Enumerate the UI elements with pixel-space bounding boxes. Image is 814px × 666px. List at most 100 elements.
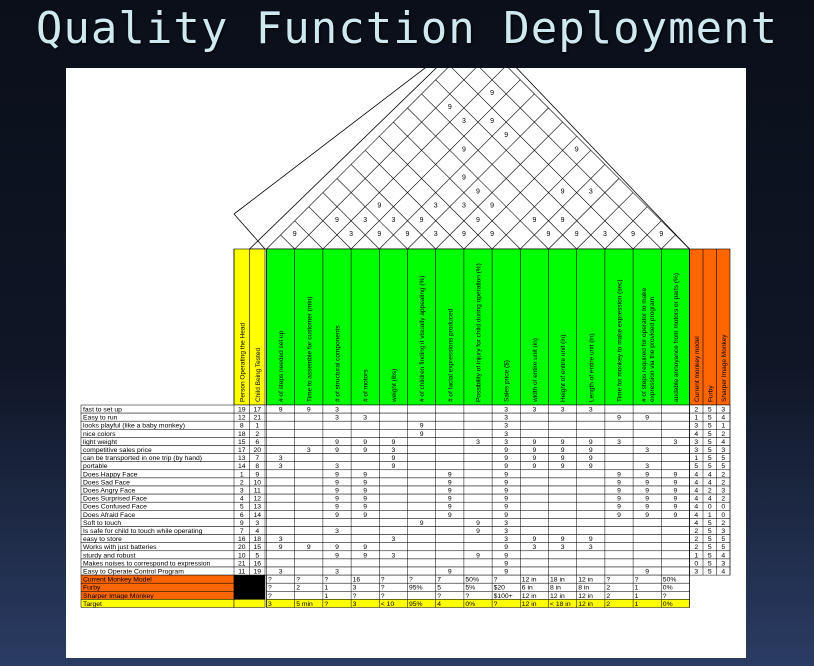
benchmark-score: 5: [708, 431, 712, 438]
importance-value: 8: [255, 463, 259, 470]
roof-gridline: [477, 37, 690, 250]
row-label: Easy to Operate Control Program: [83, 569, 184, 576]
bench-row: [266, 591, 690, 600]
roof-value: 3: [603, 231, 607, 238]
relationship-value: 9: [476, 528, 480, 535]
eng-header: Height of entire unit (in): [560, 334, 567, 402]
table-row: [80, 477, 731, 487]
relationship-value: 9: [392, 463, 396, 470]
importance-value: 12: [238, 415, 246, 422]
roof-gridline: [280, 234, 295, 250]
bench-value: ?: [268, 585, 272, 592]
relationship-value: 9: [279, 407, 283, 414]
roof-gridline: [350, 164, 436, 250]
benchmark-score: 4: [721, 569, 725, 576]
importance-value: 19: [253, 569, 261, 576]
benchmark-score: 0: [721, 512, 725, 519]
relationship-value: 9: [674, 496, 678, 503]
roof-gridline: [336, 178, 408, 250]
eng-header: # of steps needed set up: [278, 330, 285, 402]
bench-value: ?: [494, 577, 498, 584]
roof-value: 9: [490, 90, 494, 97]
relationship-value: 9: [279, 544, 283, 551]
table-row: [80, 461, 731, 471]
benchmark-score: 3: [694, 447, 698, 454]
relationship-value: 9: [533, 447, 537, 454]
eng-header: Time to assemble for customer (min): [306, 296, 313, 402]
roof-gridline: [463, 51, 662, 250]
bench-value: ?: [606, 577, 610, 584]
importance-value: 5: [240, 504, 244, 511]
eng-header: # of steps required for operator to make: [641, 287, 648, 402]
relationship-value: 9: [504, 471, 508, 478]
importance-value: 3: [240, 488, 244, 495]
relationship-value: 9: [589, 447, 593, 454]
roof-value: 9: [575, 231, 579, 238]
benchmark-score: 5: [708, 528, 712, 535]
relationship-value: 9: [448, 512, 452, 519]
row-label: Does Afraid Face: [83, 512, 135, 519]
roof-gridline: [604, 206, 648, 250]
benchmark-score: 5: [708, 463, 712, 470]
eng-header: Length of entire unit (in): [588, 333, 595, 402]
relationship-value: 9: [617, 415, 621, 422]
relationship-value: 9: [335, 439, 339, 446]
bench-value: 18 in: [550, 577, 565, 584]
bench-value: ?: [381, 593, 385, 600]
benchmark-score: 3: [721, 407, 725, 414]
importance-value: 6: [240, 512, 244, 519]
row-label: Does Confused Face: [83, 504, 147, 511]
bench-value: 95%: [409, 585, 423, 592]
relationship-value: 9: [561, 463, 565, 470]
importance-value: 16: [253, 560, 261, 567]
relationship-value: 3: [335, 569, 339, 576]
relationship-value: 9: [363, 447, 367, 454]
importance-value: 11: [238, 569, 245, 576]
table-row: [80, 542, 731, 552]
relationship-value: 3: [674, 439, 678, 446]
relationship-value: 9: [533, 536, 537, 543]
roof-value: 9: [335, 217, 339, 224]
relationship-value: 9: [335, 471, 339, 478]
benchmark-score: 4: [694, 431, 698, 438]
importance-value: 7: [255, 455, 259, 462]
benchmark-score: 3: [721, 447, 725, 454]
bench-header: Current monkey model: [694, 336, 701, 402]
relationship-value: 9: [504, 496, 508, 503]
importance-value: 3: [255, 520, 259, 527]
benchmark-score: 4: [694, 479, 698, 486]
relationship-value: 3: [504, 536, 508, 543]
eng-header: Sales price ($): [504, 360, 511, 402]
table-row: [80, 485, 731, 495]
roof-value: 9: [547, 231, 551, 238]
bench-value: 1: [324, 585, 328, 592]
slide-title: Quality Function Deployment: [35, 3, 779, 54]
bench-value: 2: [606, 585, 610, 592]
roof-edge: [233, 27, 479, 215]
importance-value: 16: [238, 536, 246, 543]
importance-value: 20: [238, 544, 246, 551]
relationship-value: 3: [335, 415, 339, 422]
bench-value: 3: [353, 585, 357, 592]
roof-value: 3: [363, 217, 367, 224]
bench-header: Sharper Image Monkey: [721, 334, 728, 402]
eng-header: Time for monkey to make expression (sec): [617, 279, 624, 402]
who-cell: [233, 599, 266, 608]
benchmark-score: 5: [708, 455, 712, 462]
relationship-value: 9: [335, 552, 339, 559]
importance-value: 15: [253, 544, 261, 551]
importance-value: 21: [238, 560, 246, 567]
bench-value: ?: [437, 593, 441, 600]
bench-row-label: Sharper Image Monkey: [83, 593, 154, 600]
benchmark-score: 5: [708, 407, 712, 414]
relationship-value: 3: [504, 520, 508, 527]
benchmark-score: 5: [721, 544, 725, 551]
roof-gridline: [661, 234, 676, 250]
roof-value: 9: [490, 203, 494, 210]
bench-label-cell: [80, 599, 235, 608]
bench-value: 0%: [465, 601, 475, 608]
bench-value: 1: [635, 593, 639, 600]
roof-value: 9: [293, 231, 297, 238]
relationship-value: 9: [674, 471, 678, 478]
relationship-value: 9: [617, 496, 621, 503]
